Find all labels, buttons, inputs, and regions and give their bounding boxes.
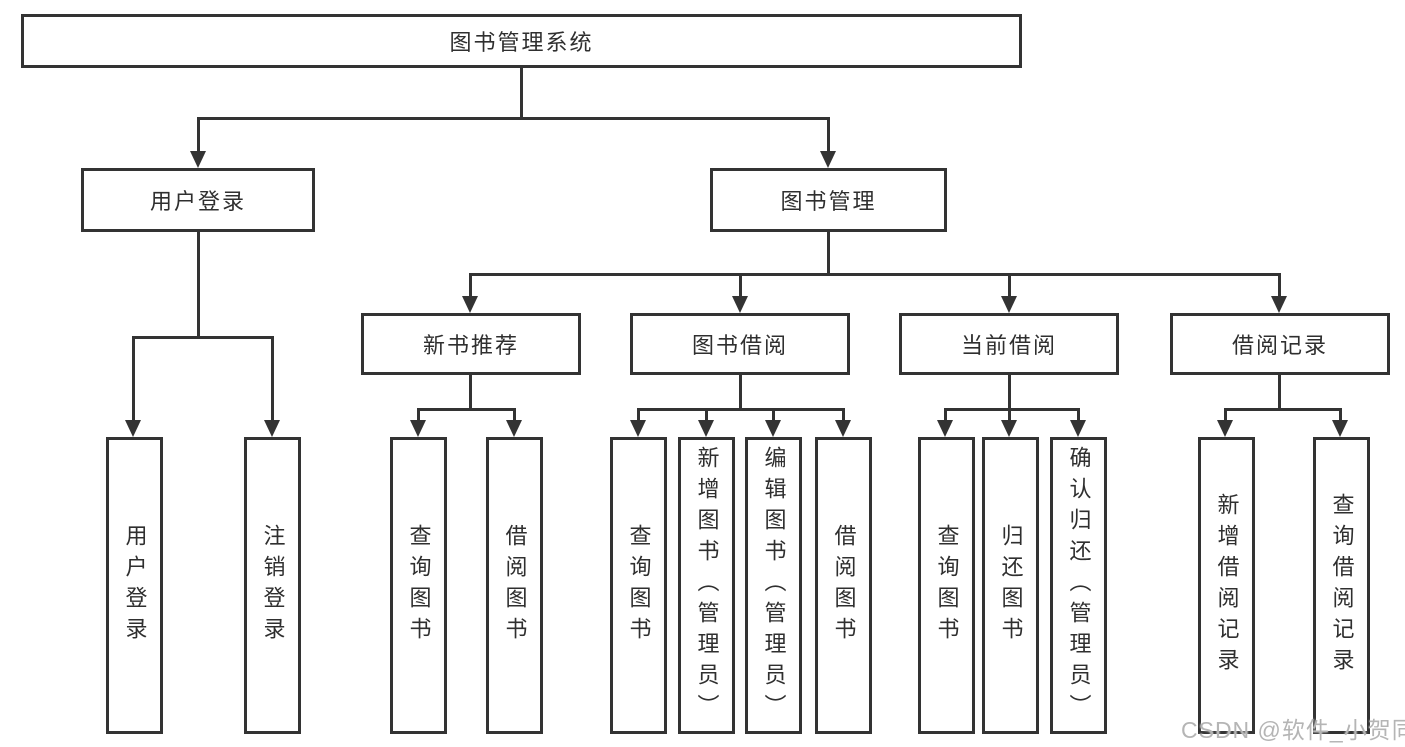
arrowhead-down-icon	[630, 420, 646, 437]
connector-h	[944, 408, 1080, 411]
arrowhead-down-icon	[1217, 420, 1233, 437]
connector-v	[197, 117, 200, 153]
leaf-cb-return-books-label: 归还图书	[998, 523, 1024, 648]
node-new-book-recommend: 新书推荐	[361, 313, 581, 375]
csdn-watermark: CSDN @软件_小贺同学	[1181, 717, 1405, 743]
connector-v	[469, 273, 472, 299]
leaf-br-add-record-label: 新增借阅记录	[1214, 492, 1240, 679]
node-book-borrowing-label: 图书借阅	[691, 333, 788, 358]
leaf-cb-query-books: 查询图书	[918, 437, 975, 734]
leaf-nb-borrow-books-label: 借阅图书	[502, 523, 528, 648]
connector-v	[417, 408, 420, 424]
leaf-br-query-record-label: 查询借阅记录	[1329, 492, 1355, 679]
leaf-logout-label: 注销登录	[260, 523, 286, 648]
arrowhead-down-icon	[1271, 296, 1287, 313]
leaf-user-login-label: 用户登录	[122, 523, 148, 648]
arrowhead-down-icon	[698, 420, 714, 437]
arrowhead-down-icon	[732, 296, 748, 313]
connector-v	[1077, 408, 1080, 424]
node-current-borrowing-label: 当前借阅	[960, 333, 1057, 358]
node-book-borrowing: 图书借阅	[630, 313, 850, 375]
connector-h	[637, 408, 845, 411]
connector-v	[739, 273, 742, 299]
connector-v	[469, 375, 472, 411]
connector-v	[637, 408, 640, 424]
leaf-cb-confirm-return-admin-label: 确认归还（管理员）	[1066, 446, 1092, 725]
arrowhead-down-icon	[835, 420, 851, 437]
connector-v	[1278, 273, 1281, 299]
arrowhead-down-icon	[1001, 296, 1017, 313]
connector-v	[739, 375, 742, 411]
arrowhead-down-icon	[125, 420, 141, 437]
connector-h	[1224, 408, 1342, 411]
connector-v	[132, 336, 135, 422]
arrowhead-down-icon	[1001, 420, 1017, 437]
connector-v	[1008, 273, 1011, 299]
connector-v	[1224, 408, 1227, 424]
node-borrowing-records: 借阅记录	[1170, 313, 1390, 375]
leaf-br-query-record: 查询借阅记录	[1313, 437, 1370, 734]
connector-h	[417, 408, 516, 411]
leaf-bb-edit-books-admin-label: 编辑图书（管理员）	[761, 446, 787, 725]
leaf-cb-confirm-return-admin: 确认归还（管理员）	[1050, 437, 1107, 734]
connector-v	[1339, 408, 1342, 424]
node-book-management-label: 图书管理	[780, 189, 877, 214]
arrowhead-down-icon	[410, 420, 426, 437]
arrowhead-down-icon	[462, 296, 478, 313]
arrowhead-down-icon	[937, 420, 953, 437]
arrowhead-down-icon	[765, 420, 781, 437]
arrowhead-down-icon	[264, 420, 280, 437]
node-user-login: 用户登录	[81, 168, 315, 232]
connector-v	[520, 67, 523, 119]
arrowhead-down-icon	[820, 151, 836, 168]
node-current-borrowing: 当前借阅	[899, 313, 1119, 375]
connector-v	[197, 232, 200, 339]
node-book-management: 图书管理	[710, 168, 947, 232]
leaf-user-login: 用户登录	[106, 437, 163, 734]
node-root-label: 图书管理系统	[449, 30, 594, 55]
node-new-book-recommend-label: 新书推荐	[422, 333, 519, 358]
leaf-bb-borrow-books-label: 借阅图书	[831, 523, 857, 648]
node-borrowing-records-label: 借阅记录	[1231, 333, 1328, 358]
connector-v	[1008, 408, 1011, 424]
leaf-bb-add-books-admin-label: 新增图书（管理员）	[694, 446, 720, 725]
connector-v	[772, 408, 775, 424]
leaf-nb-borrow-books: 借阅图书	[486, 437, 543, 734]
arrowhead-down-icon	[506, 420, 522, 437]
leaf-cb-query-books-label: 查询图书	[934, 523, 960, 648]
leaf-nb-query-books-label: 查询图书	[406, 523, 432, 648]
leaf-nb-query-books: 查询图书	[390, 437, 447, 734]
arrowhead-down-icon	[1332, 420, 1348, 437]
connector-v	[827, 117, 830, 153]
connector-v	[1008, 375, 1011, 411]
connector-v	[842, 408, 845, 424]
connector-h	[132, 336, 274, 339]
node-root: 图书管理系统	[21, 14, 1022, 68]
arrowhead-down-icon	[190, 151, 206, 168]
connector-v	[827, 232, 830, 276]
leaf-logout: 注销登录	[244, 437, 301, 734]
connector-v	[271, 336, 274, 422]
leaf-bb-query-books: 查询图书	[610, 437, 667, 734]
node-user-login-label: 用户登录	[149, 189, 246, 214]
connector-v	[705, 408, 708, 424]
leaf-bb-query-books-label: 查询图书	[626, 523, 652, 648]
leaf-cb-return-books: 归还图书	[982, 437, 1039, 734]
leaf-br-add-record: 新增借阅记录	[1198, 437, 1255, 734]
connector-h	[197, 117, 830, 120]
connector-v	[513, 408, 516, 424]
leaf-bb-add-books-admin: 新增图书（管理员）	[678, 437, 735, 734]
connector-v	[944, 408, 947, 424]
connector-h	[469, 273, 1281, 276]
connector-v	[1278, 375, 1281, 411]
leaf-bb-borrow-books: 借阅图书	[815, 437, 872, 734]
leaf-bb-edit-books-admin: 编辑图书（管理员）	[745, 437, 802, 734]
arrowhead-down-icon	[1070, 420, 1086, 437]
